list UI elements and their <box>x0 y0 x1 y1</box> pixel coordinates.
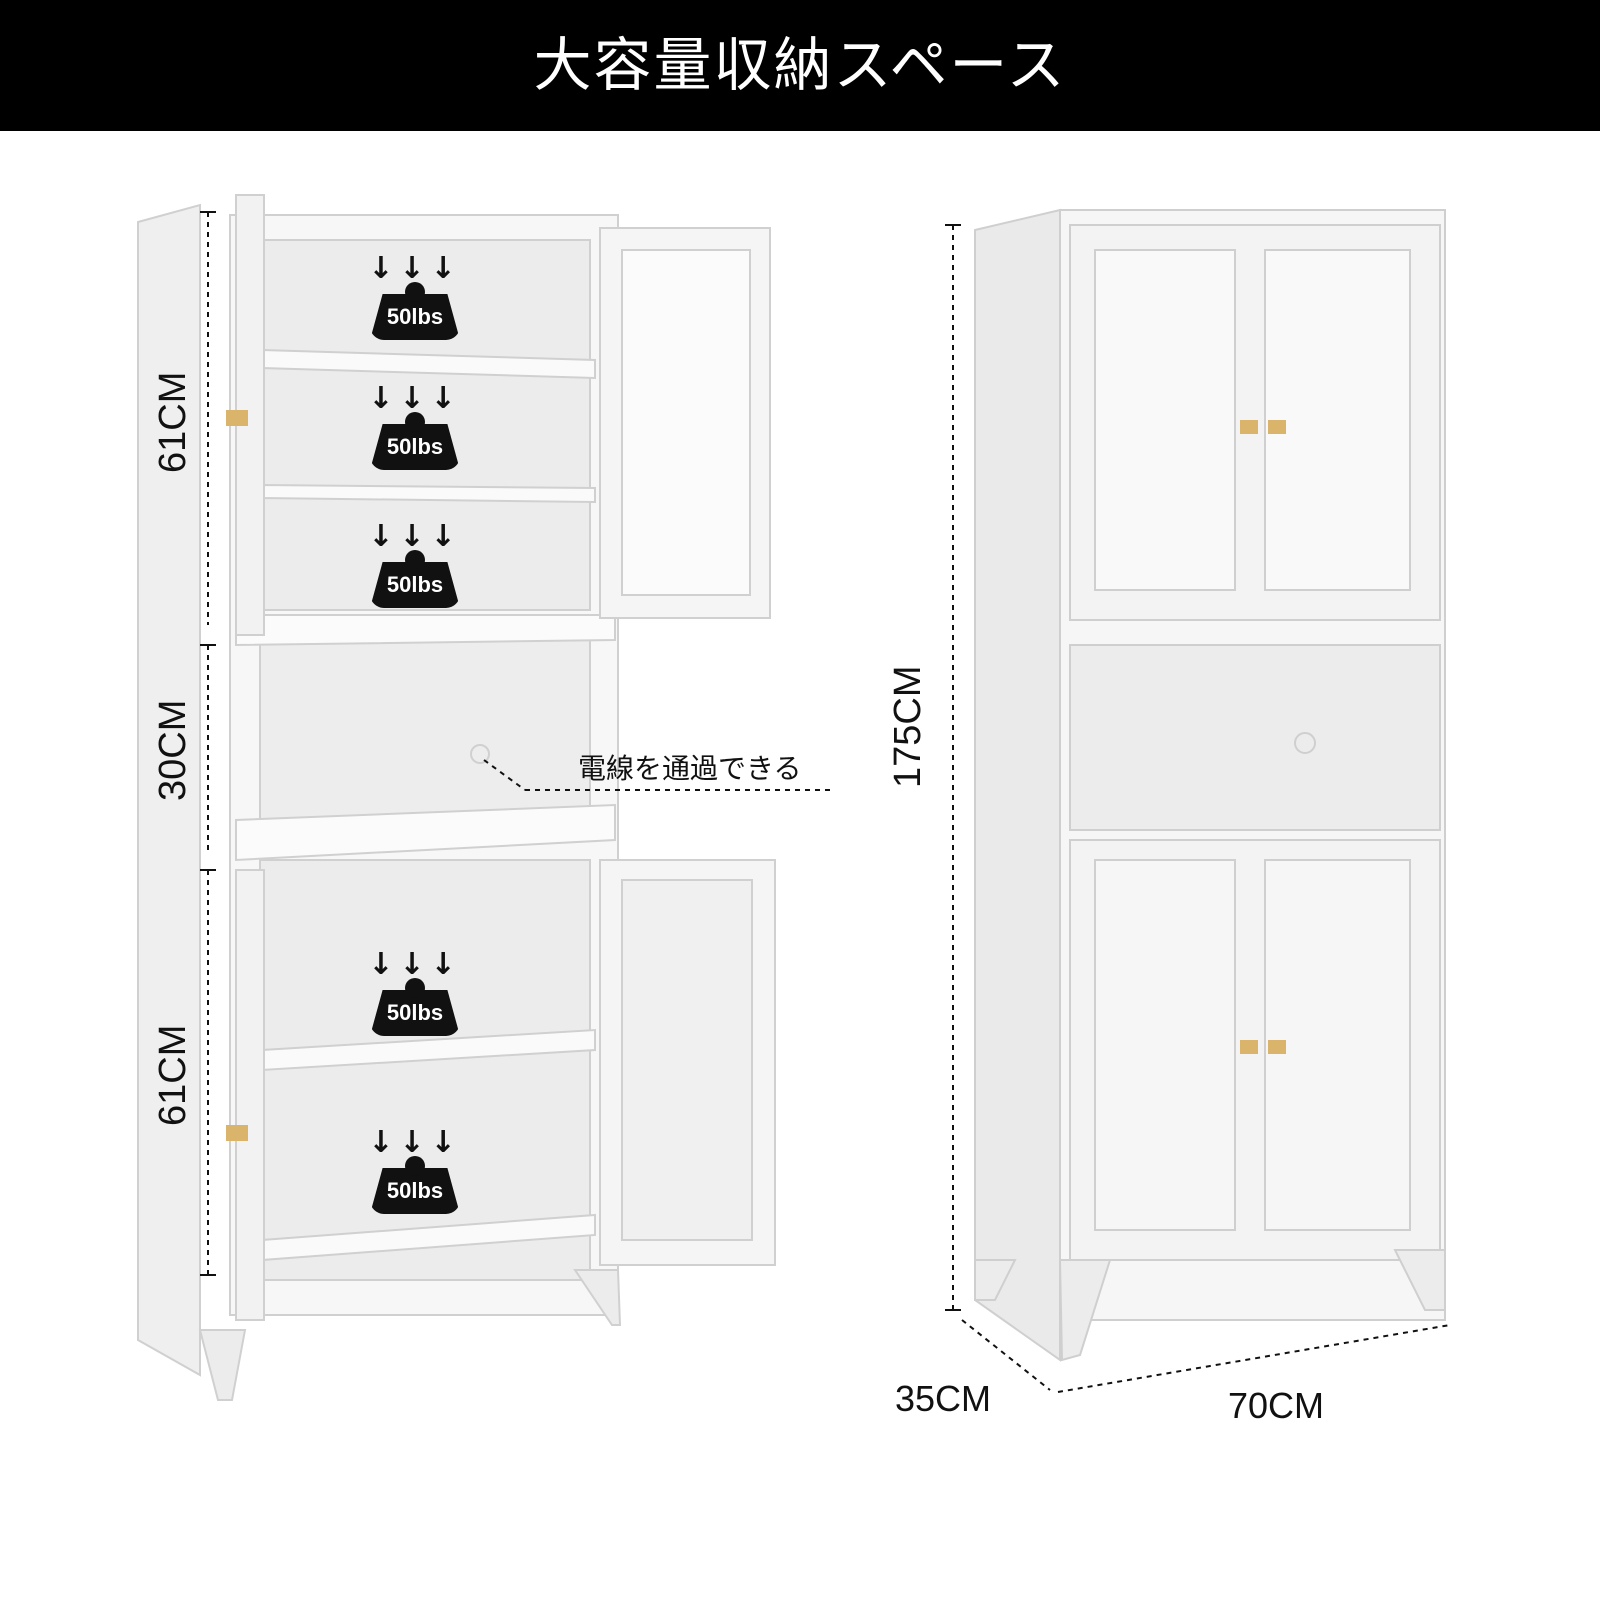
width-label: 70CM <box>1228 1385 1325 1426</box>
closed-cabinet <box>974 208 1446 1362</box>
open-cabinet <box>137 194 776 1401</box>
header-bar: 大容量収納スペース <box>0 0 1600 131</box>
load-badge-text: 50lbs <box>386 1000 444 1025</box>
upper-height-label: 61CM <box>152 371 194 473</box>
down-arrows-icon: ↓↓↓ <box>368 947 462 982</box>
cabinet-illustration <box>137 194 1451 1401</box>
depth-label: 35CM <box>895 1378 992 1419</box>
load-badge-text: 50lbs <box>386 572 444 597</box>
load-badge: ↓↓↓ 50lbs <box>368 254 462 344</box>
cable-note: 電線を通過できる <box>578 752 802 785</box>
load-badge-text: 50lbs <box>386 434 444 459</box>
weight-knob-icon <box>405 412 425 432</box>
load-badge: ↓↓↓ 50lbs <box>368 1128 462 1218</box>
weight-knob-icon <box>405 978 425 998</box>
down-arrows-icon: ↓↓↓ <box>368 381 462 416</box>
weight-knob-icon <box>405 1156 425 1176</box>
down-arrows-icon: ↓↓↓ <box>368 1125 462 1160</box>
load-badge-text: 50lbs <box>386 304 444 329</box>
lower-height-label: 61CM <box>152 1024 194 1126</box>
total-height-label: 175CM <box>887 665 929 789</box>
load-badge: ↓↓↓ 50lbs <box>368 950 462 1040</box>
down-arrows-icon: ↓↓↓ <box>368 519 462 554</box>
load-badge-text: 50lbs <box>386 1178 444 1203</box>
load-badge: ↓↓↓ 50lbs <box>368 384 462 474</box>
middle-height-label: 30CM <box>152 699 194 801</box>
page-title: 大容量収納スペース <box>533 31 1067 99</box>
weight-knob-icon <box>405 550 425 570</box>
weight-knob-icon <box>405 282 425 302</box>
down-arrows-icon: ↓↓↓ <box>368 251 462 286</box>
load-badge: ↓↓↓ 50lbs <box>368 522 462 612</box>
